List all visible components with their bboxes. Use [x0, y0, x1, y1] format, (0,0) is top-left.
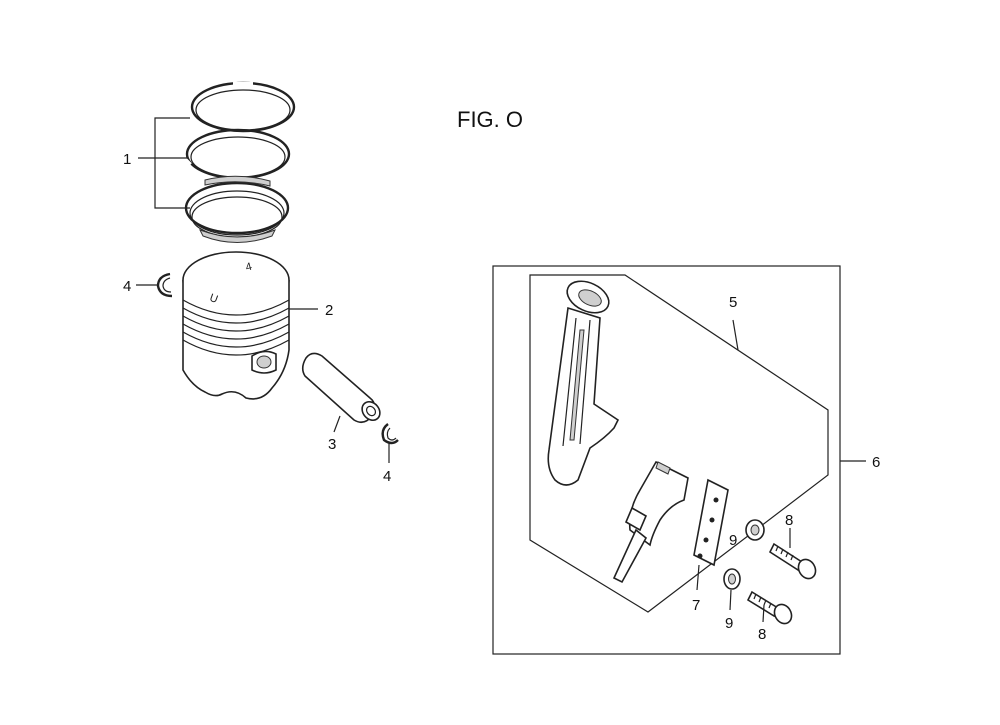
connecting-rod-cap	[612, 460, 689, 584]
callout-3: 3	[328, 436, 336, 453]
piston-pin-clip-left	[136, 272, 173, 298]
oil-dipper-plate	[693, 478, 729, 591]
callout-8-top: 8	[785, 512, 793, 529]
callout-2: 2	[325, 302, 333, 319]
piston-ring-set	[138, 81, 296, 243]
connecting-rod	[547, 280, 620, 486]
piston: 4 U	[182, 251, 318, 400]
connecting-rod-subassembly-frame	[529, 274, 829, 613]
connecting-rod-bolt-top	[768, 528, 817, 580]
callout-6: 6	[872, 454, 880, 471]
connecting-rod-assembly-frame	[492, 265, 866, 655]
lock-washer-bottom	[723, 568, 741, 611]
piston-pin-clip-right	[381, 423, 399, 463]
svg-text:4: 4	[244, 261, 253, 274]
callout-9-bottom: 9	[725, 615, 733, 632]
callout-8-bottom: 8	[758, 626, 766, 643]
callout-4-right: 4	[383, 468, 391, 485]
lock-washer-top	[745, 519, 765, 541]
callout-5: 5	[729, 294, 737, 311]
svg-text:U: U	[208, 292, 220, 306]
figure-title: FIG. O	[457, 107, 523, 132]
callout-9-top: 9	[729, 532, 737, 549]
second-ring	[183, 128, 291, 180]
top-ring	[190, 81, 296, 133]
callout-1: 1	[123, 151, 131, 168]
connecting-rod-bolt-bottom	[746, 590, 793, 625]
oil-ring	[184, 175, 290, 243]
callout-7: 7	[692, 597, 700, 614]
callout-4-left: 4	[123, 278, 131, 295]
piston-pin	[301, 352, 381, 433]
